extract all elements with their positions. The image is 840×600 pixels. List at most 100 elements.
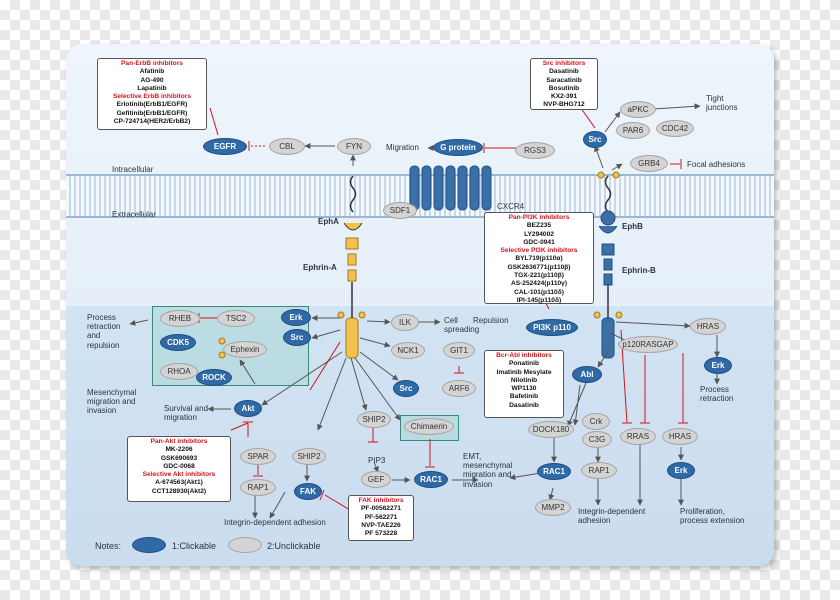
hras-node-2: HRAS — [662, 428, 698, 445]
gef-node: GEF — [361, 471, 391, 488]
git1-node: GIT1 — [443, 342, 475, 359]
bcr-abl-item: Ponatinib — [508, 360, 540, 368]
rheb-node: RHEB — [160, 310, 200, 327]
pi3k-inhibitor-box: Pan-PI3K inhibitors BEZ235 LY294002 GDC-… — [484, 212, 594, 304]
spar-node: SPAR — [240, 448, 276, 465]
ephrin-b-label: Ephrin-B — [622, 266, 656, 275]
src-inhibitor-box: Src inhibitors Dasatinib Saracatinib Bos… — [530, 58, 598, 110]
abl-node[interactable]: Abl — [572, 366, 602, 383]
akt-item: GSK690693 — [160, 454, 198, 462]
akt-inhibitor-box: Pan-Akt inhibitors MK-2206 GSK690693 GDC… — [127, 436, 231, 502]
pi3k-item: AS-252424(p110γ) — [510, 280, 568, 288]
legend-clickable-swatch — [132, 537, 166, 553]
sdf1-node: SDF1 — [383, 202, 417, 219]
survival-label: Survival and migration — [164, 404, 209, 423]
erbb-inhibitor-box: Pan-ErbB inhibitors Afatinib AG-490 Lapa… — [97, 58, 207, 130]
cell-spreading-label: Cell spreading — [444, 316, 480, 335]
fyn-node: FYN — [337, 138, 371, 155]
src-box-title: Src inhibitors — [542, 60, 586, 67]
apkc-node: aPKC — [620, 101, 656, 118]
cxcr4-label: CXCR4 — [497, 202, 525, 211]
rac1-node-a[interactable]: RAC1 — [414, 471, 448, 488]
proliferation-label: Proliferation, process extension — [680, 507, 745, 526]
akt-node[interactable]: Akt — [234, 400, 262, 417]
pi3k-item: IPI-145(p110δ) — [516, 296, 562, 304]
rgs3-node: RGS3 — [515, 142, 555, 159]
erk-node-3[interactable]: Erk — [667, 462, 695, 479]
erk-node-1[interactable]: Erk — [281, 309, 311, 326]
legend-clickable-label: 1:Clickable — [172, 541, 217, 551]
ship2-node-a: SHIP2 — [357, 411, 391, 428]
bcr-abl-item: WP1130 — [511, 385, 537, 393]
rac1-node-b[interactable]: RAC1 — [537, 463, 571, 480]
src-node-top[interactable]: Src — [583, 131, 607, 148]
bcr-abl-item: Bafetinib — [509, 393, 539, 401]
pi3k-item: BEZ235 — [526, 222, 552, 230]
bcr-abl-inhibitor-box: Bcr-Abl inhibitors Ponatinib Imatinib Me… — [484, 350, 564, 418]
pi3k-item: BYL719(p110α) — [515, 255, 563, 263]
pi3k-item: LY294002 — [524, 230, 554, 238]
erbb-box-title-2: Selective ErbB inhibitors — [112, 93, 192, 101]
tight-junctions-label: Tight junctions — [706, 94, 738, 113]
src-node-low[interactable]: Src — [393, 380, 419, 397]
cdk5-node[interactable]: CDK5 — [160, 334, 196, 351]
bcr-abl-item: Nilotinib — [510, 376, 538, 384]
src-node-mid[interactable]: Src — [283, 329, 311, 346]
nck1-node: NCK1 — [391, 342, 425, 359]
hras-node-1: HRAS — [690, 318, 726, 335]
ephrin-a-label: Ephrin-A — [303, 263, 337, 272]
src-item: KX2-391 — [550, 93, 578, 101]
rock-node[interactable]: ROCK — [196, 369, 232, 386]
bcr-abl-box-title: Bcr-Abl inhibitors — [496, 352, 552, 359]
legend-unclickable-label: 2:Unclickable — [267, 541, 321, 551]
pi3k-item: CAL-101(p110δ) — [514, 288, 564, 296]
mmp2-node: MMP2 — [535, 499, 571, 516]
erbb-item: CP-724714(HER2/ErbB2) — [113, 118, 191, 126]
bcr-abl-item: Imatinib Mesylate — [496, 368, 552, 376]
migration-label: Migration — [386, 143, 419, 152]
rap1-node-b: RAP1 — [581, 462, 617, 479]
process-retraction-repulsion-label: Process retraction and repulsion — [87, 313, 121, 350]
intracellular-label: Intracellular — [112, 165, 154, 174]
integrin-adhesion-label-2: Integrin-dependent adhesion — [578, 507, 646, 526]
ephexin-node: Ephexin — [223, 341, 267, 358]
ship2-node-b: SHIP2 — [292, 448, 326, 465]
akt-item: A-674563(Akt1) — [155, 479, 203, 487]
process-retraction-label: Process retraction — [700, 385, 734, 404]
src-item: Dasatinib — [549, 68, 579, 76]
chimaerin-node: Chimaerin — [404, 418, 454, 435]
fak-item: PF-562271 — [364, 513, 398, 521]
fak-inhibitor-box: FAK inhibitors PF-00562271 PF-562271 NVP… — [348, 495, 414, 541]
egfr-node[interactable]: EGFR — [203, 138, 247, 155]
mesenchymal-label: Mesenchymal migration and invasion — [87, 388, 137, 416]
epha-label: EphA — [318, 217, 339, 226]
pi3k-box-title-2: Selective PI3K inhibitors — [500, 247, 578, 255]
src-item: NVP-BHG712 — [543, 101, 585, 109]
akt-box-title: Pan-Akt inhibitors — [150, 438, 208, 445]
ephb-label: EphB — [622, 222, 643, 231]
erbb-item: Lapatinib — [137, 84, 167, 92]
fak-node[interactable]: FAK — [294, 483, 322, 500]
dock180-node: DOCK180 — [528, 421, 574, 438]
cell-membrane — [66, 174, 774, 218]
fak-item: PF 573228 — [364, 530, 398, 538]
erbb-item: Gefitinib(ErbB1/EGFR) — [116, 109, 188, 117]
erk-node-2[interactable]: Erk — [704, 357, 732, 374]
notes-label: Notes: — [95, 541, 122, 551]
pi3k-item: GSK2636771(p110β) — [507, 263, 571, 271]
integrin-adhesion-label: Integrin-dependent adhesion — [224, 518, 326, 527]
akt-item: MK-2206 — [165, 446, 193, 454]
fak-box-title: FAK inhibitors — [358, 497, 404, 504]
emt-label: EMT, mesenchymal migration and invasion — [463, 452, 513, 489]
src-item: Bosutinib — [548, 84, 580, 92]
pi3k-p110-node[interactable]: PI3K p110 — [526, 319, 578, 336]
pip3-label: PIP3 — [368, 456, 386, 465]
g-protein-node[interactable]: G protein — [433, 139, 483, 156]
focal-adhesions-label: Focal adhesions — [687, 160, 746, 169]
erbb-item: Afatinib — [139, 68, 165, 76]
erbb-item: Erlotinib(ErbB1/EGFR) — [116, 101, 188, 109]
akt-item: GDC-0068 — [163, 462, 195, 470]
cdc42-node: CDC42 — [656, 120, 694, 137]
pi3k-item: TGX-221(p110β) — [514, 272, 564, 280]
